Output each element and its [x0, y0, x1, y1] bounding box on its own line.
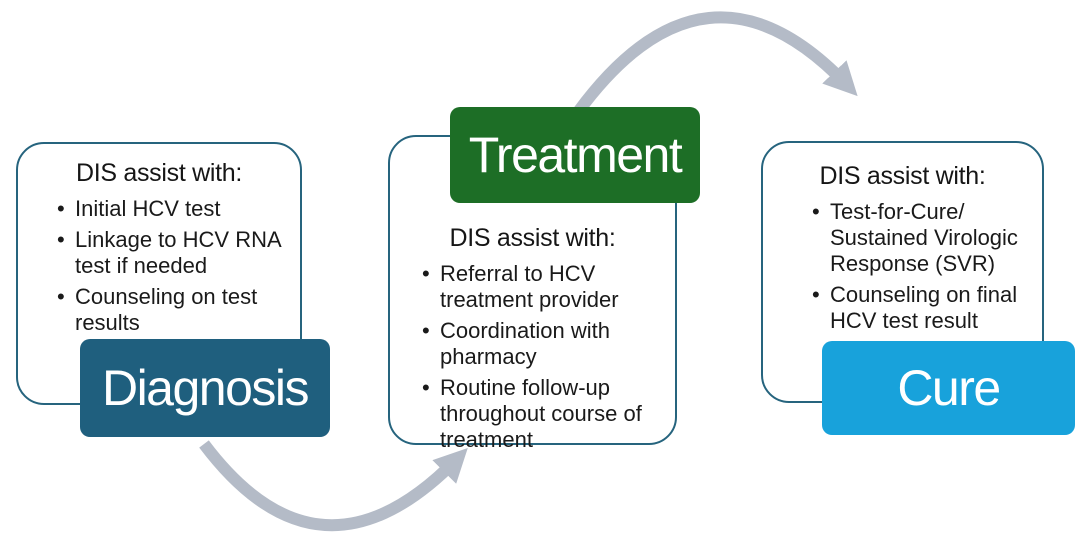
bullet-item: • Routine follow-up throughout course of…	[422, 375, 653, 453]
bullet-icon: •	[57, 284, 65, 309]
bullet-text: Test-for-Cure/ Sustained Virologic Respo…	[830, 199, 1018, 276]
bullet-icon: •	[422, 375, 430, 400]
bullet-item: • Coordination with pharmacy	[422, 318, 653, 370]
bullet-text: Routine follow-up throughout course of t…	[440, 375, 642, 452]
bullet-text: Referral to HCV treatment provider	[440, 261, 619, 312]
bullet-icon: •	[422, 261, 430, 286]
cure-label: Cure	[822, 341, 1075, 435]
bullet-icon: •	[422, 318, 430, 343]
bullet-text: Counseling on test results	[75, 284, 258, 335]
arrow-diagnosis-to-treatment-icon	[199, 440, 468, 532]
bullet-item: • Linkage to HCV RNA test if needed	[57, 227, 282, 279]
treatment-label: Treatment	[450, 107, 700, 203]
bullet-item: • Test-for-Cure/ Sustained Virologic Res…	[812, 199, 1020, 277]
bullet-icon: •	[812, 199, 820, 224]
bullet-text: Linkage to HCV RNA test if needed	[75, 227, 282, 278]
arrow-treatment-to-cure-icon	[573, 11, 858, 116]
bullet-text: Coordination with pharmacy	[440, 318, 610, 369]
assist-bullet-list: • Initial HCV test • Linkage to HCV RNA …	[40, 196, 282, 336]
bullet-icon: •	[57, 196, 65, 221]
assist-title: DIS assist with:	[819, 162, 986, 190]
bullet-item: • Initial HCV test	[57, 196, 278, 222]
bullet-item: • Referral to HCV treatment provider	[422, 261, 653, 313]
diagnosis-assist-box: DIS assist with: • Initial HCV test • Li…	[16, 142, 302, 405]
treatment-assist-box: DIS assist with: • Referral to HCV treat…	[388, 135, 677, 452]
bullet-text: Initial HCV test	[75, 196, 221, 221]
bullet-text: Counseling on final HCV test result	[830, 282, 1018, 333]
bullet-icon: •	[812, 282, 820, 307]
assist-bullet-list: • Test-for-Cure/ Sustained Virologic Res…	[785, 199, 1020, 334]
cure-assist-box: DIS assist with: • Test-for-Cure/ Sustai…	[761, 141, 1044, 403]
assist-title: DIS assist with:	[449, 224, 616, 252]
assist-title: DIS assist with:	[75, 159, 243, 187]
bullet-icon: •	[57, 227, 65, 252]
bullet-item: • Counseling on test results	[57, 284, 278, 336]
bullet-item: • Counseling on final HCV test result	[812, 282, 1020, 334]
assist-bullet-list: • Referral to HCV treatment provider • C…	[412, 261, 653, 453]
diagnosis-label: Diagnosis	[80, 339, 330, 437]
